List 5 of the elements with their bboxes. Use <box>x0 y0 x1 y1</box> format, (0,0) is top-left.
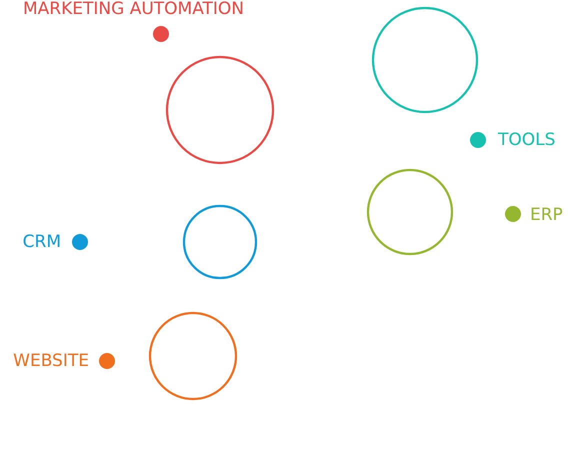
category-label: WEBSITE <box>13 351 89 371</box>
category-label: ERP <box>530 205 563 225</box>
category-label: CRM <box>22 232 61 252</box>
category-label: MARKETING AUTOMATION <box>23 0 244 19</box>
category-label: TOOLS <box>498 130 556 150</box>
